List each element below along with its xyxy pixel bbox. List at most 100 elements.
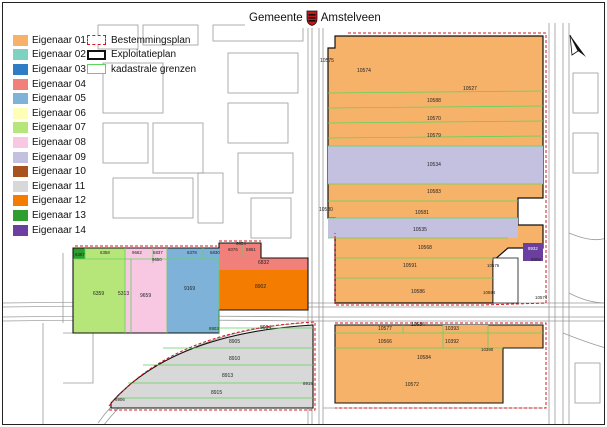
parcel-10534[interactable] bbox=[328, 146, 543, 184]
legend-item: Eigenaar 10 bbox=[13, 164, 95, 179]
label-10684: 10684 bbox=[411, 322, 425, 328]
label-10580: 10580 bbox=[319, 207, 333, 213]
parcel-9169[interactable] bbox=[167, 248, 219, 333]
north-arrow-icon bbox=[569, 34, 586, 57]
label-10584: 10584 bbox=[417, 355, 431, 361]
label-6830: 6830 bbox=[210, 250, 220, 255]
map-canvas[interactable]: 10575 10574 10527 10588 10570 10579 1053… bbox=[3, 3, 605, 425]
legend-swatch bbox=[13, 224, 28, 236]
label-9659: 9659 bbox=[140, 293, 151, 299]
legend-swatch bbox=[13, 180, 28, 192]
legend-item: Eigenaar 04 bbox=[13, 77, 95, 92]
parcel-group-south-west bbox=[108, 321, 316, 411]
label-8910: 8910 bbox=[229, 356, 240, 362]
legend-label: Eigenaar 12 bbox=[32, 195, 86, 207]
legend-swatch bbox=[13, 151, 28, 163]
parcel-8902[interactable] bbox=[219, 270, 308, 310]
legend-label: Eigenaar 04 bbox=[32, 78, 86, 90]
label-8904: 8904 bbox=[260, 325, 271, 331]
parcel-10572[interactable] bbox=[334, 324, 544, 404]
legend-label: Eigenaar 13 bbox=[32, 209, 86, 221]
label-6832: 6832 bbox=[258, 260, 269, 266]
legend-item: Eigenaar 02 bbox=[13, 48, 95, 63]
legend-swatch bbox=[13, 34, 28, 46]
label-10566: 10566 bbox=[378, 339, 392, 345]
legend-swatch bbox=[13, 136, 28, 148]
parcel-6832[interactable] bbox=[219, 243, 308, 270]
parcel-9659[interactable] bbox=[125, 248, 167, 333]
label-8902: 8902 bbox=[255, 284, 266, 290]
parcel-6357[interactable] bbox=[73, 248, 85, 259]
parcel-group-south-east bbox=[334, 322, 547, 409]
label-8915: 8915 bbox=[211, 390, 222, 396]
label-10581: 10581 bbox=[415, 210, 429, 216]
municipal-shield-icon bbox=[306, 10, 318, 26]
legend-item-exploitatieplan: Exploitatieplan bbox=[87, 48, 257, 63]
legend-item: Eigenaar 12 bbox=[13, 194, 95, 209]
label-10577: 10577 bbox=[378, 326, 392, 332]
label-8913: 8913 bbox=[222, 373, 233, 379]
label-10574b: 10574 bbox=[535, 295, 548, 300]
label-6076: 6076 bbox=[228, 247, 238, 252]
legend-label: Eigenaar 05 bbox=[32, 93, 86, 105]
parcel-6359[interactable] bbox=[73, 259, 125, 333]
legend-item: Eigenaar 13 bbox=[13, 208, 95, 223]
label-10591: 10591 bbox=[403, 263, 417, 269]
label-6358: 6358 bbox=[100, 250, 110, 255]
legend-label: Eigenaar 01 bbox=[32, 34, 86, 46]
legend-item: Eigenaar 05 bbox=[13, 91, 95, 106]
label-10392: 10392 bbox=[445, 339, 459, 345]
legend-swatch bbox=[13, 49, 28, 61]
dashed-red-swatch bbox=[87, 35, 106, 46]
parcel-10535[interactable] bbox=[328, 218, 518, 238]
label-10574: 10574 bbox=[357, 68, 371, 74]
label-9650: 9650 bbox=[152, 257, 162, 262]
black-outline-swatch bbox=[87, 49, 106, 60]
legend-item: Eigenaar 09 bbox=[13, 150, 95, 165]
label-6378: 6378 bbox=[187, 250, 197, 255]
label-10527: 10527 bbox=[463, 86, 477, 92]
label-10568: 10568 bbox=[418, 245, 432, 251]
label-8808: 8808 bbox=[531, 257, 541, 262]
label-10575: 10575 bbox=[320, 58, 334, 64]
legend-swatch bbox=[13, 122, 28, 134]
label-10534: 10534 bbox=[427, 162, 441, 168]
legend-label: Eigenaar 08 bbox=[32, 136, 86, 148]
parcel-8932[interactable] bbox=[523, 243, 543, 261]
label-6357: 6357 bbox=[75, 252, 85, 257]
label-10588: 10588 bbox=[427, 98, 441, 104]
label-10572: 10572 bbox=[405, 382, 419, 388]
label-10393: 10393 bbox=[445, 326, 459, 332]
legend-item: Eigenaar 08 bbox=[13, 135, 95, 150]
legend-label: Eigenaar 03 bbox=[32, 63, 86, 75]
parcel-group-west bbox=[72, 240, 309, 334]
legend-swatch bbox=[13, 93, 28, 105]
header-right-word: Amstelveen bbox=[320, 12, 381, 24]
parcel-group-north-east bbox=[327, 32, 547, 306]
legend-swatch bbox=[13, 166, 28, 178]
label-8903: 8903 bbox=[209, 326, 219, 331]
legend-swatch bbox=[13, 63, 28, 75]
legend-label: Eigenaar 10 bbox=[32, 166, 86, 178]
legend-item: Eigenaar 11 bbox=[13, 179, 95, 194]
legend-label: Exploitatieplan bbox=[111, 49, 177, 61]
legend-label: Eigenaar 06 bbox=[32, 107, 86, 119]
label-8919: 8919 bbox=[303, 381, 313, 386]
label-10390: 10390 bbox=[481, 347, 494, 352]
legend-swatch bbox=[13, 78, 28, 90]
label-10594: 10594 bbox=[483, 290, 496, 295]
label-10579: 10579 bbox=[427, 133, 441, 139]
label-8906: 8906 bbox=[115, 397, 125, 402]
legend-item: Eigenaar 14 bbox=[13, 223, 95, 238]
green-outline-swatch bbox=[87, 64, 106, 75]
line-legend: Bestemmingsplan Exploitatieplan kadastra… bbox=[87, 33, 257, 77]
label-6837: 6837 bbox=[153, 250, 163, 255]
label-10535: 10535 bbox=[413, 227, 427, 233]
owner-legend: Eigenaar 01 Eigenaar 02 Eigenaar 03 Eige… bbox=[13, 33, 95, 237]
legend-swatch bbox=[13, 209, 28, 221]
parcel-10390[interactable] bbox=[443, 325, 488, 347]
legend-label: Eigenaar 09 bbox=[32, 151, 86, 163]
parcel-6358[interactable] bbox=[85, 248, 125, 259]
legend-label: Eigenaar 02 bbox=[32, 49, 86, 61]
legend-item: Eigenaar 01 bbox=[13, 33, 95, 48]
